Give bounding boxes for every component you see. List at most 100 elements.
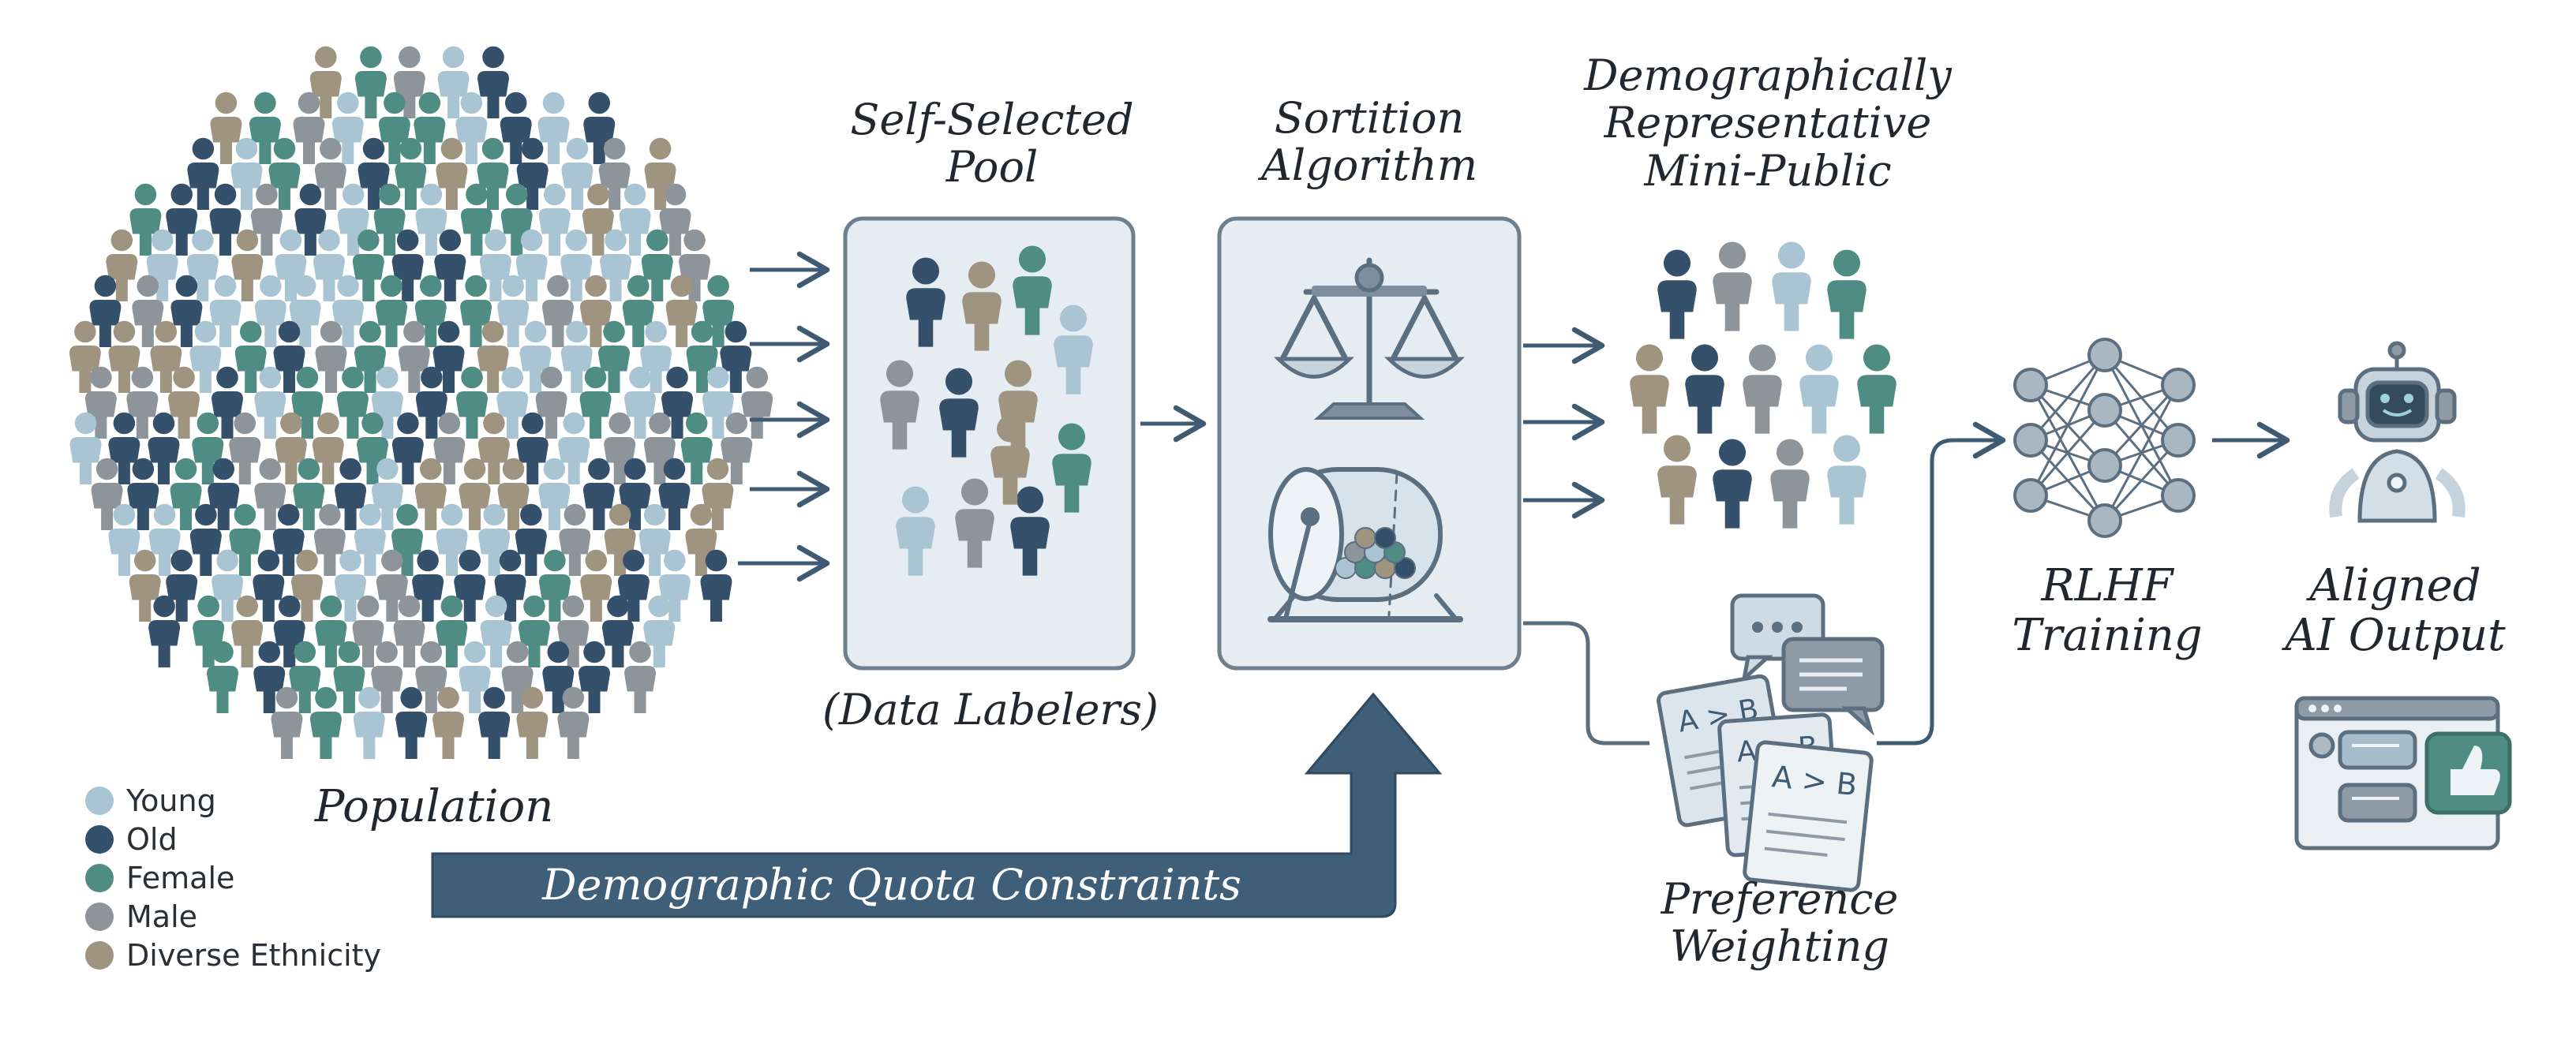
crowd-person: [643, 412, 676, 484]
crowd-person: [293, 92, 325, 164]
crowd-person: [538, 549, 571, 622]
crowd-person: [436, 137, 468, 210]
crowd-person: [604, 503, 636, 576]
crowd-person: [294, 183, 327, 256]
mini-public-person: [1657, 435, 1697, 525]
crowd-person: [354, 503, 386, 576]
crowd-person: [477, 46, 509, 118]
legend-swatch-old: [85, 824, 114, 854]
nn-node: [2087, 338, 2122, 372]
crowd-person: [661, 366, 694, 439]
crowd-person: [337, 183, 369, 256]
crowd-person: [436, 503, 468, 576]
crowd-person: [371, 366, 403, 439]
mini-public-person: [1713, 241, 1752, 331]
crowd-person: [477, 412, 510, 484]
crowd-person: [679, 229, 711, 301]
pool-people: [880, 245, 1093, 576]
crowd-person: [106, 229, 138, 301]
crowd-person: [415, 366, 447, 439]
crowd-person: [189, 320, 222, 393]
crowd-person: [331, 92, 364, 164]
crowd-person: [643, 595, 676, 667]
legend-label-diverse: Diverse Ethnicity: [126, 937, 382, 973]
crowd-person: [108, 412, 140, 484]
crowd-person: [393, 595, 425, 667]
crowd-person: [455, 92, 488, 164]
crowd-person: [415, 641, 447, 713]
crowd-person: [598, 137, 631, 210]
crowd-person: [69, 412, 102, 484]
crowd-person: [624, 641, 657, 713]
crowd-person: [578, 641, 611, 713]
crowd-person: [211, 366, 243, 439]
crowd-person: [477, 137, 509, 210]
crowd-person: [459, 641, 491, 713]
legend-item-old: Old: [85, 820, 381, 858]
balance-scale-icon: [1273, 257, 1466, 420]
legend: Young Old Female Male Diverse Ethnicity: [85, 781, 381, 974]
pool-person: [880, 360, 919, 450]
mini-public-person: [1770, 439, 1810, 529]
crowd-person: [168, 366, 200, 439]
crowd-person: [315, 595, 347, 667]
crowd-person: [312, 412, 344, 484]
crowd-person: [127, 458, 159, 530]
nn-node: [2087, 448, 2122, 483]
crowd-person: [254, 366, 286, 439]
legend-item-male: Male: [85, 897, 381, 936]
crowd-person: [497, 458, 530, 530]
crowd-person: [293, 458, 325, 530]
crowd-person: [231, 595, 264, 667]
crowd-person: [580, 549, 612, 622]
crowd-person: [432, 320, 465, 393]
mini-public-person: [1630, 344, 1669, 434]
crowd-person: [460, 183, 492, 256]
crowd-person: [700, 549, 732, 622]
pool-person: [1052, 423, 1091, 513]
preference-to-rlhf-connector: [1877, 421, 2006, 746]
nn-edge: [2029, 354, 2106, 496]
crowd-person: [376, 275, 408, 347]
crowd-person: [459, 458, 491, 530]
pool-person: [906, 257, 945, 347]
crowd-person: [579, 275, 612, 347]
crowd-person: [207, 641, 239, 713]
crowd-person: [518, 595, 550, 667]
crowd-person: [314, 137, 346, 210]
crowd-person: [84, 366, 117, 439]
crowd-person: [665, 275, 698, 347]
data-labelers-label: (Data Labelers): [822, 685, 1159, 734]
mini-public-person: [1685, 344, 1724, 434]
crowd-person: [456, 366, 489, 439]
sortition-to-preference-connector: [1523, 621, 1649, 746]
crowd-person: [170, 458, 202, 530]
crowd-person: [352, 229, 384, 301]
legend-swatch-female: [85, 863, 114, 892]
crowd-person: [391, 229, 424, 301]
crowd-person: [398, 320, 430, 393]
crowd-person: [559, 503, 591, 576]
crowd-person: [598, 320, 631, 393]
rlhf-training-label: RLHF Training: [2012, 560, 2203, 661]
crowd-person: [275, 412, 307, 484]
crowd-person: [291, 366, 324, 439]
crowd-person: [516, 686, 549, 759]
crowd-person: [515, 229, 548, 301]
pool-person: [955, 478, 994, 568]
crowd-person: [108, 503, 140, 576]
crowd-person: [515, 503, 547, 576]
crowd-person: [189, 503, 222, 576]
legend-label-old: Old: [126, 821, 178, 857]
crowd-person: [290, 549, 323, 622]
crowd-person: [208, 458, 240, 530]
crowd-person: [391, 412, 424, 484]
crowd-person: [192, 412, 224, 484]
pool-person: [962, 261, 1002, 351]
crowd-person: [273, 595, 305, 667]
lottery-ball: [1374, 527, 1396, 549]
legend-swatch-diverse: [85, 940, 114, 970]
legend-swatch-young: [85, 786, 114, 815]
crowd-person: [254, 458, 286, 530]
